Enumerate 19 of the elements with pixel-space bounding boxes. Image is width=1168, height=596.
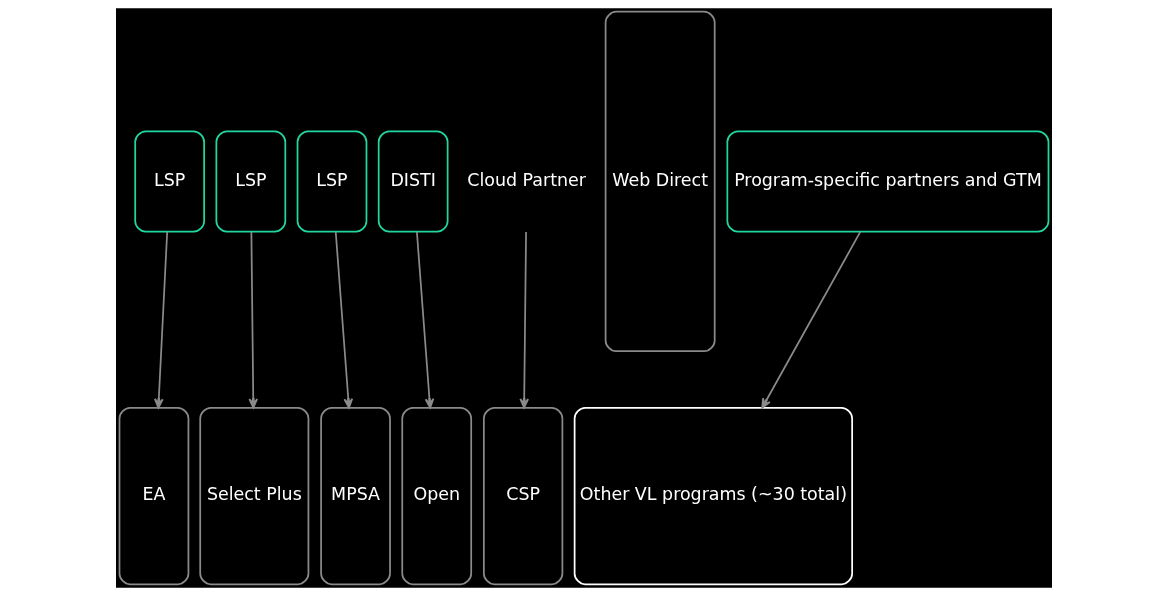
node-box: LSP [134,130,206,233]
arrow [519,231,529,409]
node-box: CSP [482,407,564,586]
arrow [334,231,354,409]
arrow [248,231,259,409]
node-box: LSP [215,130,287,233]
node-box: DISTI [377,130,449,233]
arrow [416,231,435,409]
node-box: Open [401,407,473,586]
arrow [761,231,862,409]
arrow [154,231,169,409]
node-box: Web Direct [604,10,716,353]
node-box: Program-specific partners and GTM [726,130,1050,233]
node-box: MPSA [320,407,391,586]
node-box: EA [118,407,190,586]
node-text: Cloud Partner [467,169,586,190]
node-box: Select Plus [199,407,310,586]
node-box: Other VL programs (~30 total) [573,407,854,586]
node-box: LSP [296,130,368,233]
